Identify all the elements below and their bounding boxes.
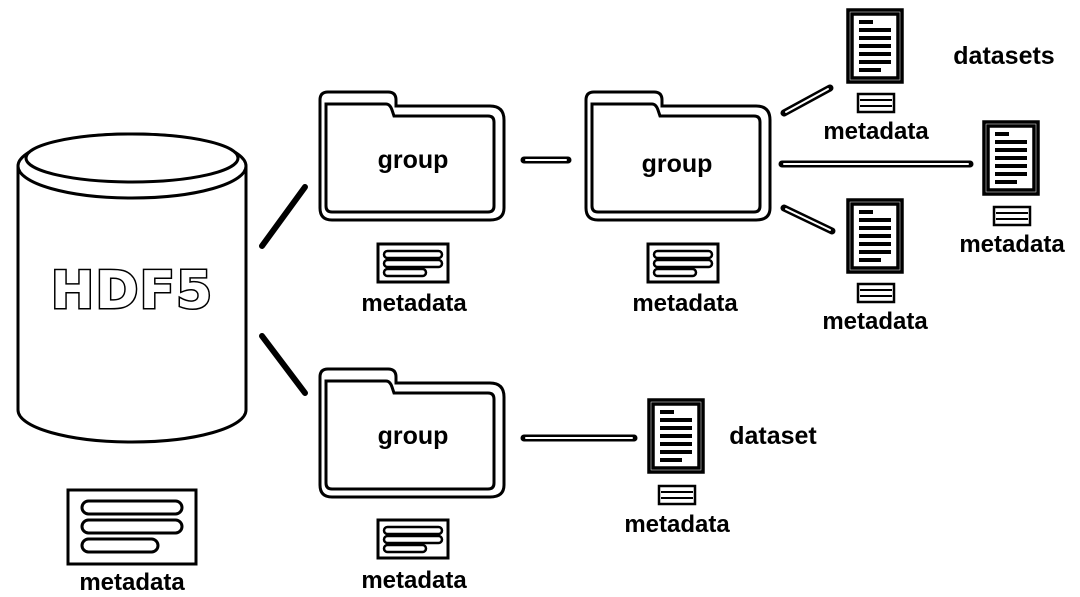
root-metadata-label: metadata bbox=[79, 569, 185, 596]
connector-group-mid-to-dataset-top bbox=[780, 84, 834, 117]
dataset-label: dataset bbox=[729, 422, 817, 450]
dataset-top-metadata-card bbox=[856, 92, 896, 114]
group-mid-metadata-card bbox=[646, 242, 720, 284]
document-icon bbox=[846, 198, 904, 274]
document-icon bbox=[982, 120, 1040, 196]
dataset-bottom-metadata-card bbox=[657, 484, 697, 506]
root-metadata-card bbox=[66, 488, 198, 566]
dataset-right-metadata-card bbox=[992, 205, 1032, 227]
group-mid-metadata-label: metadata bbox=[632, 290, 738, 317]
dataset-top-metadata-label: metadata bbox=[823, 118, 929, 145]
connector-root-to-group-top bbox=[259, 184, 308, 249]
group-mid-label: group bbox=[642, 150, 713, 178]
group-bottom-label: group bbox=[378, 422, 449, 450]
document-icon bbox=[647, 398, 705, 474]
group-bottom-metadata-card bbox=[376, 518, 450, 560]
connector-group-mid-to-dataset-lower bbox=[780, 204, 836, 235]
connectors bbox=[259, 84, 974, 442]
connector-root-to-group-bottom bbox=[259, 333, 308, 396]
document-icon bbox=[846, 8, 904, 84]
datasets-label: datasets bbox=[953, 42, 1054, 70]
group-top-label: group bbox=[378, 146, 449, 174]
group-top-metadata-card bbox=[376, 242, 450, 284]
dataset-lower-metadata-label: metadata bbox=[822, 308, 928, 335]
dataset-right-metadata-label: metadata bbox=[959, 231, 1065, 258]
group-bottom-metadata-label: metadata bbox=[361, 567, 467, 594]
group-top-metadata-label: metadata bbox=[361, 290, 467, 317]
dataset-lower-metadata-card bbox=[856, 282, 896, 304]
dataset-bottom-metadata-label: metadata bbox=[624, 511, 730, 538]
hdf5-label: HDF5 bbox=[51, 261, 213, 321]
hdf5-file-cylinder: HDF5 bbox=[16, 132, 248, 444]
